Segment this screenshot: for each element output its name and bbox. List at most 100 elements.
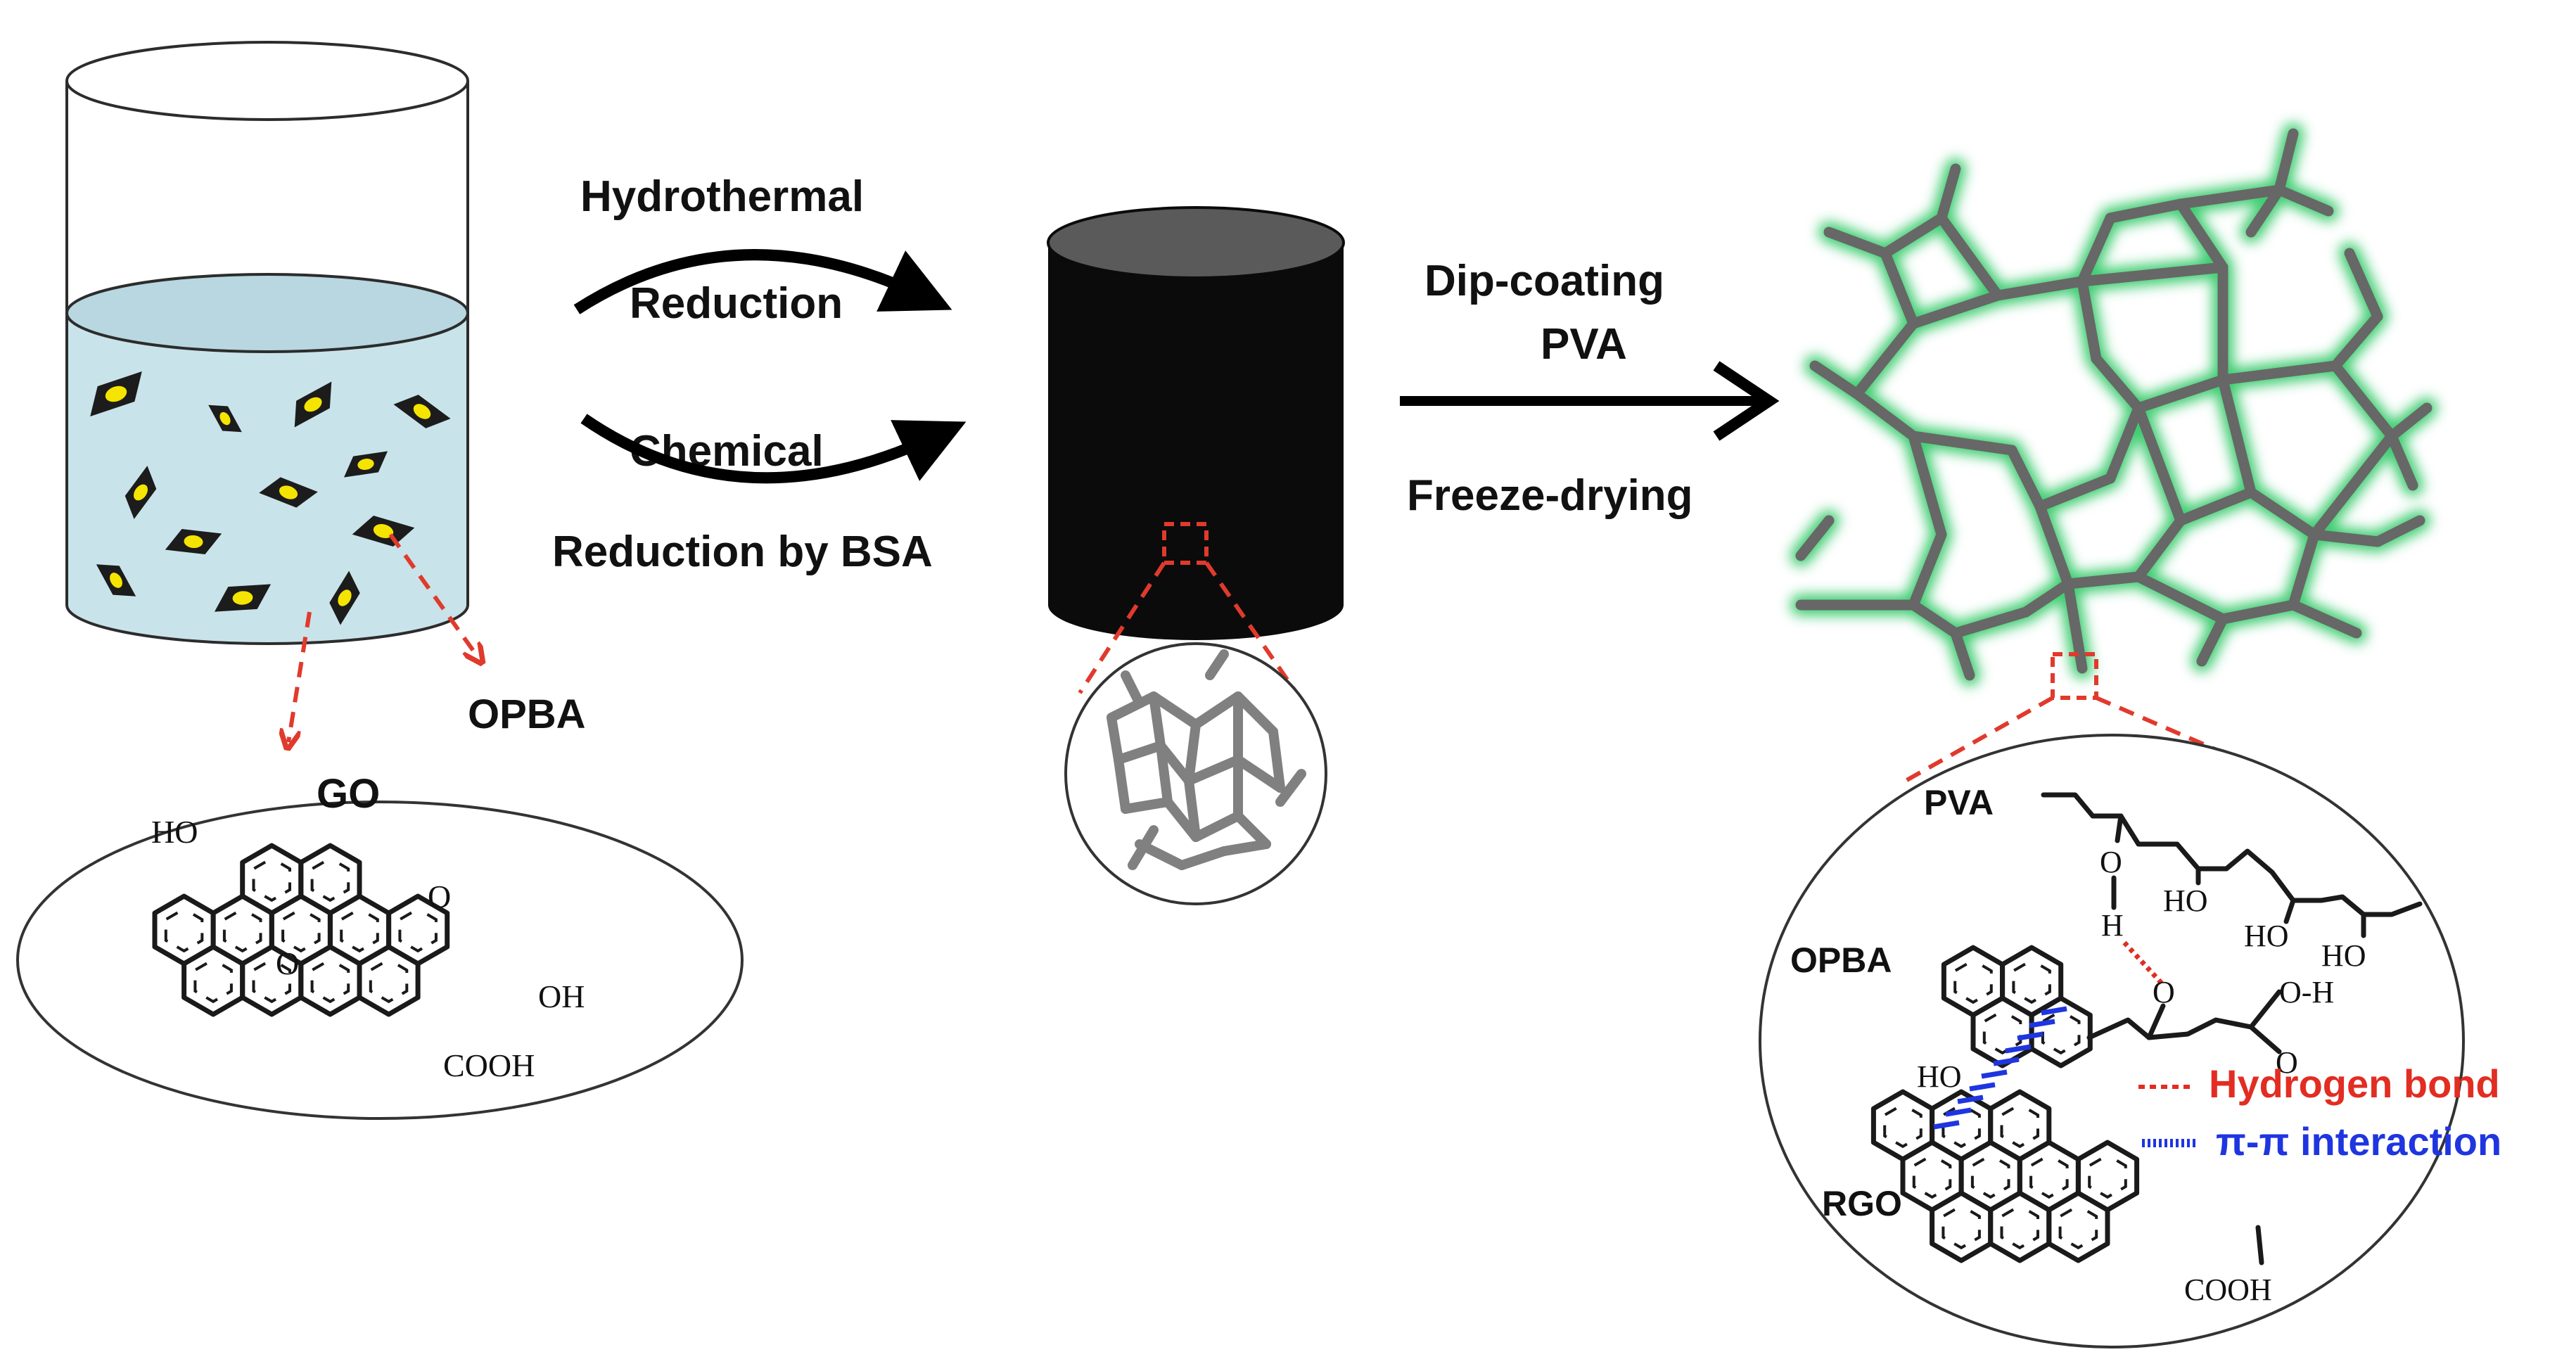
pva-ho-4: HO	[2321, 938, 2366, 973]
opba-ring-inner	[2012, 958, 2051, 1005]
network-strand	[2309, 431, 2397, 540]
cylinder-body	[1048, 243, 1344, 640]
go-flake	[259, 477, 318, 508]
flake-core	[413, 404, 431, 419]
zoom-box	[1162, 522, 1209, 565]
go-ellipse	[16, 801, 744, 1120]
network-strand	[2274, 128, 2299, 196]
pi-pi-dash	[2029, 1019, 2055, 1028]
rgo-label: RGO	[1822, 1184, 1902, 1223]
pva-ho-2: HO	[2244, 919, 2289, 953]
network-strand	[2175, 198, 2229, 273]
pva-oh-branch-1	[2115, 813, 2124, 843]
rgo-ring-inner	[2000, 1204, 2039, 1250]
pi-pi-dash	[1933, 1120, 1960, 1130]
opba-side-chain	[2086, 1017, 2254, 1040]
opba-carbonyl-o: O	[2276, 1045, 2298, 1080]
rgo-ring-inner	[2088, 1153, 2127, 1199]
network-strand	[1823, 227, 1891, 259]
mini-network-strand	[1177, 846, 1229, 870]
freeze-drying-label: Freeze-drying	[1407, 471, 1693, 520]
network-strand	[1936, 212, 2003, 301]
zoom-line-right	[1204, 561, 1303, 701]
go-flake	[343, 451, 388, 478]
mini-porous-network	[1107, 649, 1306, 870]
network-strand	[2077, 262, 2229, 287]
mini-network-strand	[1219, 839, 1271, 856]
go-ring-inner	[252, 957, 291, 1004]
network-strand	[2020, 578, 2074, 618]
legend-pi-pi-label: π-π interaction	[2216, 1119, 2501, 1163]
rgo-ring-inner	[2000, 1102, 2039, 1149]
pi-pi-dash	[1993, 1057, 2020, 1066]
network-strand	[2344, 248, 2383, 322]
pi-pi-stacking-lines	[1933, 1006, 2067, 1130]
go-ring-inner	[193, 957, 233, 1004]
flake-core	[219, 412, 231, 426]
network-strand	[1809, 360, 1863, 400]
opba-structure-label: OPBA	[1790, 940, 1892, 980]
go-ho-label: HO	[151, 814, 198, 850]
network-strand	[2034, 501, 2074, 589]
coating-arrowhead	[1713, 361, 1780, 441]
go-flake	[294, 381, 332, 428]
go-structure-callout: GO HO O O OH COOH	[16, 771, 744, 1120]
go-flakes	[90, 371, 451, 625]
network-strand	[2175, 184, 2285, 210]
network-strand	[2386, 431, 2418, 491]
network-strand	[1936, 163, 1961, 224]
network-strand	[2062, 571, 2144, 589]
flake-core	[110, 573, 122, 588]
legend-hydrogen-bond-label: Hydrogen bond	[2209, 1061, 2500, 1106]
pva-oh-branch-3	[2283, 898, 2296, 924]
opba-aromatic-rings	[1941, 945, 2093, 1069]
rgo-ring-inner	[1970, 1153, 2010, 1199]
rgo-ring-inner	[1912, 1153, 1952, 1199]
flake-core	[338, 589, 352, 606]
mini-network-strand	[1233, 755, 1285, 793]
flake-core	[373, 524, 394, 538]
flake-core	[304, 397, 322, 412]
opba-ring-inner	[1982, 1009, 2022, 1055]
go-flake	[214, 584, 272, 612]
mini-network-strand	[1107, 713, 1123, 765]
beaker-rim	[65, 41, 469, 121]
go-flake	[208, 404, 242, 433]
cylinder-top	[1047, 206, 1345, 279]
go-o-bridge-top: O	[428, 879, 451, 914]
go-o-bridge-mid: O	[276, 945, 299, 981]
mini-network-strand	[1233, 811, 1271, 849]
network-strand	[1908, 431, 1947, 540]
go-flake	[125, 466, 157, 519]
go-oh-label: OH	[538, 978, 585, 1014]
network-strand	[2077, 276, 2102, 364]
network-strand	[2175, 487, 2257, 526]
pva-step-label: PVA	[1541, 320, 1627, 369]
rgo-ring-inner	[1941, 1204, 1981, 1250]
rgo-ring	[2046, 1190, 2110, 1263]
network-strand	[2288, 599, 2362, 639]
network-strand	[2105, 198, 2186, 224]
network-strand	[2133, 374, 2229, 414]
go-flake	[165, 528, 222, 555]
opba-acid-bond	[2248, 989, 2282, 1054]
mini-network-strand	[1184, 755, 1243, 786]
rgo-aromatic-rings	[1870, 1089, 2140, 1263]
go-ring	[357, 944, 421, 1017]
opba-o-h: O-H	[2279, 975, 2334, 1009]
opba-ring	[2029, 995, 2093, 1069]
interaction-ellipse	[1759, 734, 2465, 1348]
go-ring-inner	[340, 907, 379, 953]
pva-label: PVA	[1924, 783, 1994, 822]
coated-network	[1790, 123, 2437, 686]
network-strand	[1908, 529, 1947, 611]
go-ring-inner	[310, 957, 350, 1004]
zoom-line-left	[1078, 561, 1166, 694]
network-strand	[2077, 212, 2116, 287]
mini-network-strand	[1184, 776, 1201, 842]
rgo-ring-inner	[2029, 1153, 2069, 1199]
network-strand	[2091, 353, 2144, 414]
network-strands	[1795, 128, 2432, 681]
network-strand	[2133, 402, 2186, 526]
